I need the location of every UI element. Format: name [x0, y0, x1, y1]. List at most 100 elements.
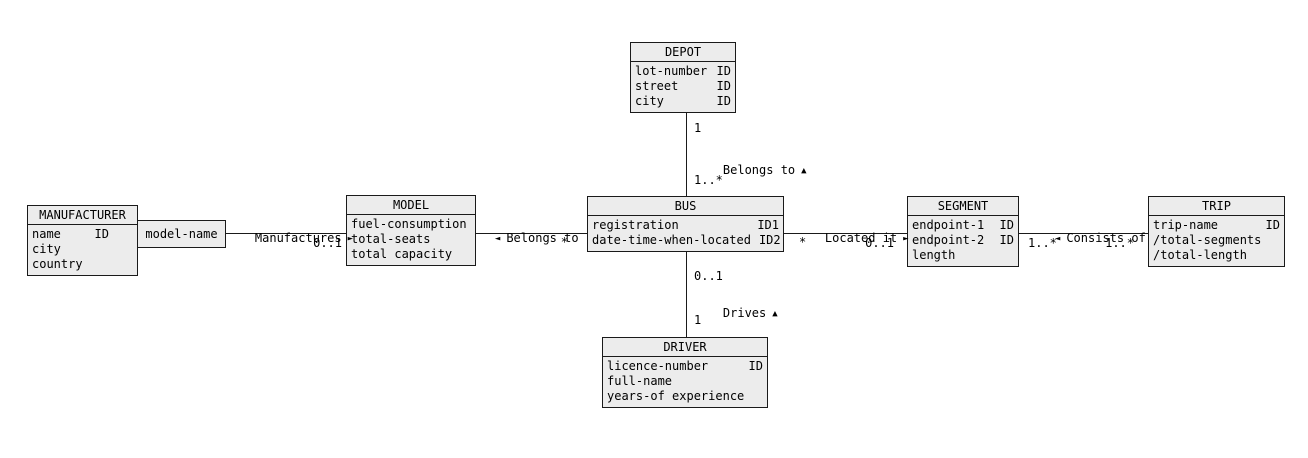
rel-belongs-to-model-label: ◄ Belongs to — [466, 216, 579, 262]
arrow-up-icon: ▲ — [772, 309, 778, 319]
attr-name: country — [32, 257, 83, 271]
rel-consists-of-trip-multiplicity: 1..* — [1105, 236, 1134, 250]
model-bus-connector — [476, 233, 587, 234]
attr-name: length — [912, 248, 956, 262]
attribute-row: city ID — [635, 94, 731, 109]
bus-segment-connector — [784, 233, 907, 234]
entity-title: DRIVER — [603, 338, 767, 357]
attr-tag: ID — [999, 233, 1014, 247]
attribute-row: /total-segments — [1153, 233, 1280, 248]
bus-driver-connector — [686, 252, 687, 337]
rel-label-text: Belongs to — [506, 231, 579, 245]
attribute-list: lot-number ID street ID city ID — [631, 62, 735, 112]
entity-segment: SEGMENT endpoint-1 ID endpoint-2 ID leng… — [907, 196, 1019, 267]
entity-title: MODEL — [347, 196, 475, 215]
attr-tag: ID1 — [757, 218, 779, 232]
entity-manufacturer: MANUFACTURER name ID city country — [27, 205, 138, 276]
attribute-list: fuel-consumption total-seats total capac… — [347, 215, 475, 265]
attr-tag: ID — [716, 94, 731, 108]
arrow-right-icon: ► — [347, 234, 354, 244]
entity-bus: BUS registration ID1 date-time-when-loca… — [587, 196, 784, 252]
attr-name: full-name — [607, 374, 673, 388]
attr-name: endpoint-1 — [912, 218, 985, 232]
attr-tag: ID — [748, 359, 763, 373]
rel-label-text: Located it — [824, 231, 898, 245]
entity-trip: TRIP trip-name ID /total-segments /total… — [1148, 196, 1285, 267]
attribute-row: years-of experience — [607, 389, 763, 404]
rel-belongs-to-model-bus-multiplicity: * — [560, 235, 568, 249]
depot-bus-connector — [686, 113, 687, 196]
attribute-row: street ID — [635, 79, 731, 94]
attribute-row: date-time-when-located ID2 — [592, 233, 781, 248]
entity-driver: DRIVER licence-number ID full-name years… — [602, 337, 768, 408]
attribute-row: total-seats — [351, 232, 471, 247]
rel-drives-bus-multiplicity: 0..1 — [694, 269, 723, 283]
attr-name: total capacity — [351, 247, 453, 261]
entity-title: MANUFACTURER — [28, 206, 137, 225]
attribute-row: registration ID1 — [592, 218, 779, 233]
entity-model: MODEL fuel-consumption total-seats total… — [346, 195, 476, 266]
attr-tag: ID — [1265, 218, 1280, 232]
rel-located-it-segment-multiplicity: 0..1 — [865, 236, 894, 250]
attr-name: /total-length — [1153, 248, 1247, 262]
attribute-row: total capacity — [351, 247, 471, 262]
entity-title: SEGMENT — [908, 197, 1018, 216]
arrow-left-icon: ◄ — [1054, 234, 1061, 244]
attr-tag: ID — [716, 79, 731, 93]
arrow-left-icon: ◄ — [494, 234, 501, 244]
attribute-row: licence-number ID — [607, 359, 763, 374]
attr-tag: ID — [94, 227, 109, 241]
attribute-row: trip-name ID — [1153, 218, 1280, 233]
attribute-row: city — [32, 242, 133, 257]
rel-drives-label: Drives ▲ — [694, 291, 778, 337]
rel-belongs-to-depot-label: Belongs to ▲ — [694, 148, 807, 194]
attribute-list: endpoint-1 ID endpoint-2 ID length — [908, 216, 1018, 266]
attribute-row: lot-number ID — [635, 64, 731, 79]
attr-name: city — [635, 94, 664, 108]
entity-depot: DEPOT lot-number ID street ID city ID — [630, 42, 736, 113]
entity-title: DEPOT — [631, 43, 735, 62]
rel-label-text: Belongs to — [722, 163, 796, 177]
attribute-list: name ID city country — [28, 225, 137, 275]
attr-name: date-time-when-located — [592, 233, 751, 247]
arrow-up-icon: ▲ — [801, 166, 807, 176]
attribute-row: full-name — [607, 374, 763, 389]
rel-belongs-to-depot-multiplicity: 1 — [694, 121, 702, 135]
rel-label-text: Consists of — [1066, 231, 1146, 245]
attribute-row: length — [912, 248, 1014, 263]
attribute-row: country — [32, 257, 133, 272]
attr-name: registration — [592, 218, 679, 232]
attribute-row: fuel-consumption — [351, 217, 471, 232]
rel-manufactures-model-multiplicity: 0..1 — [313, 236, 342, 250]
attr-name: endpoint-2 — [912, 233, 985, 247]
entity-title: TRIP — [1149, 197, 1284, 216]
rel-drives-driver-multiplicity: 1 — [694, 313, 702, 327]
attr-tag: ID — [999, 218, 1014, 232]
attr-name: street — [635, 79, 679, 93]
attr-tag: ID — [716, 64, 731, 78]
rel-consists-of-label: ◄ Consists of — [1026, 216, 1146, 262]
rel-label-text: Drives — [722, 306, 767, 320]
attribute-list: licence-number ID full-name years-of exp… — [603, 357, 767, 407]
attr-name: /total-segments — [1153, 233, 1262, 247]
segment-trip-connector — [1019, 233, 1148, 234]
rel-located-it-bus-multiplicity: * — [799, 235, 807, 249]
entity-title: BUS — [588, 197, 783, 216]
attr-tag: ID2 — [758, 233, 781, 247]
rel-consists-of-segment-multiplicity: 1..* — [1028, 236, 1057, 250]
attr-name: trip-name — [1153, 218, 1219, 232]
attr-name: fuel-consumption — [351, 217, 467, 231]
attribute-row: /total-length — [1153, 248, 1280, 263]
attr-name: name — [32, 227, 61, 241]
attr-name: licence-number — [607, 359, 709, 373]
attribute-row: name ID — [32, 227, 133, 242]
attribute-list: trip-name ID /total-segments /total-leng… — [1149, 216, 1284, 266]
rel-manufactures-label: Manufactures ► — [226, 216, 353, 262]
attribute-row: endpoint-1 ID — [912, 218, 1014, 233]
attr-name: city — [32, 242, 61, 256]
attr-name: lot-number — [635, 64, 708, 78]
rel-located-it-label: Located it► — [796, 216, 909, 262]
model-name-attribute-box: model-name — [137, 220, 226, 248]
rel-label-text: Manufactures — [254, 231, 342, 245]
